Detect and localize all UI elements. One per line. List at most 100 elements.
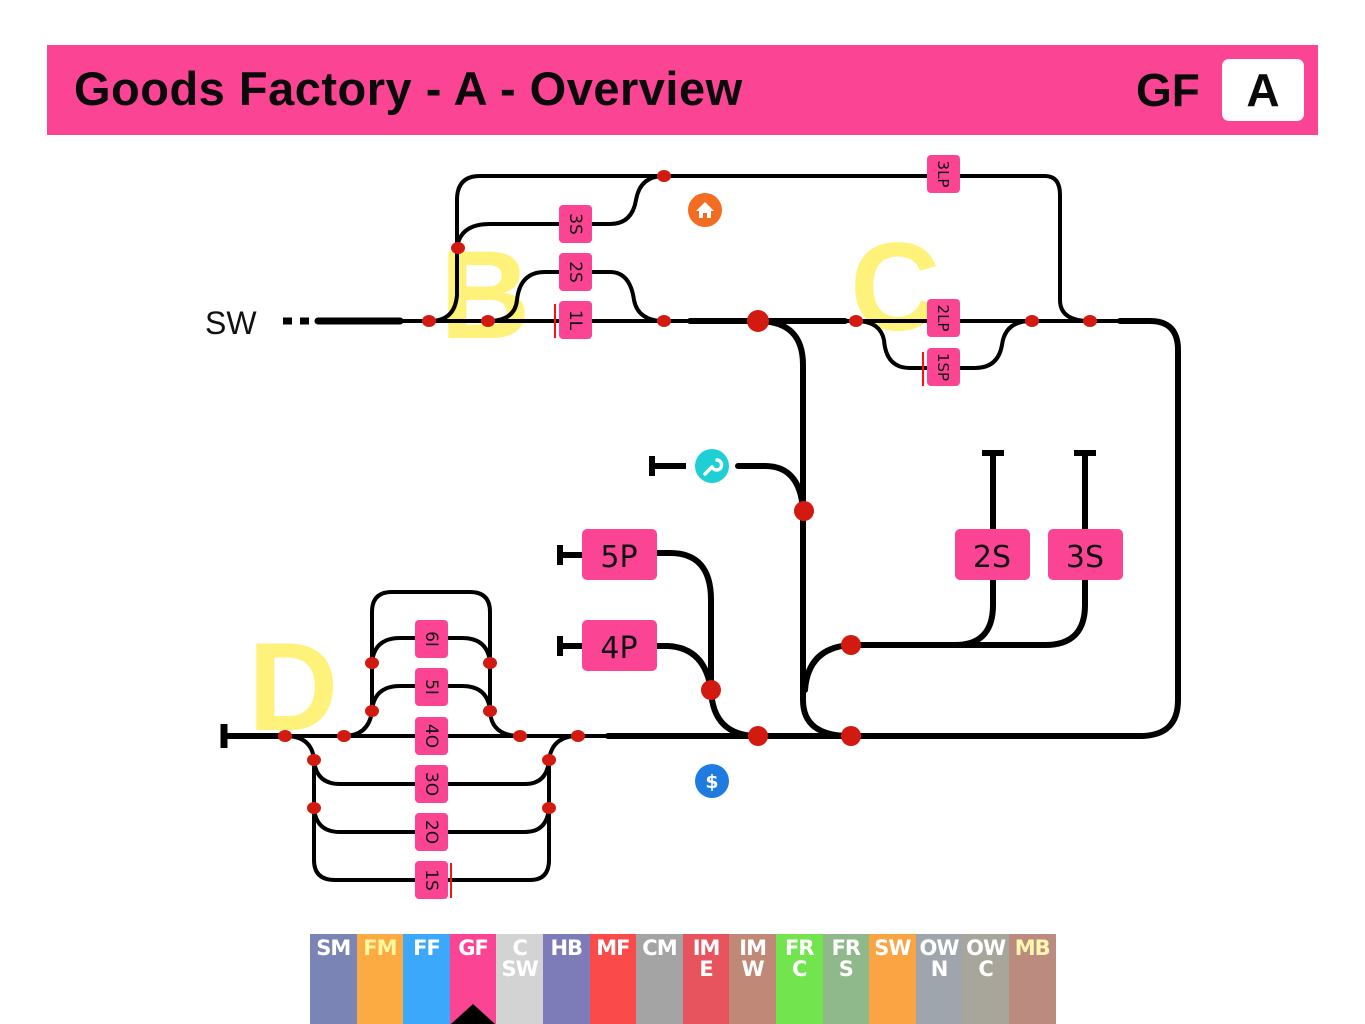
nav-tab-cm[interactable]: CM (636, 934, 683, 1024)
track-label-3lp[interactable]: 3LP (927, 155, 960, 193)
track-vertical-link (755, 318, 853, 739)
nav-tab-label: GF (458, 936, 489, 960)
track-5p (654, 550, 714, 693)
track-label-5p[interactable]: 5P (582, 529, 657, 580)
track-label-3o[interactable]: 3O (415, 765, 448, 803)
nav-tab-label: OW (966, 936, 1006, 960)
track-label-5i[interactable]: 5I (415, 668, 448, 706)
nav-tab-label: FR (831, 936, 862, 960)
track-label-4o[interactable]: 4O (415, 717, 448, 755)
switch-node[interactable] (337, 730, 351, 742)
svg-text:3S: 3S (565, 213, 585, 235)
nav-tab-label: SW (501, 957, 539, 981)
track-3lp-loop (428, 174, 1092, 323)
horizontal-track-labels: 5P 4P 2S 3S (582, 529, 1123, 671)
switch-node[interactable] (422, 315, 436, 327)
svg-text:5P: 5P (600, 540, 637, 575)
wrench-icon[interactable] (695, 449, 729, 483)
switch-node[interactable] (307, 802, 321, 814)
nav-tab-mf[interactable]: MF (589, 934, 637, 1024)
track-segment (802, 642, 853, 693)
nav-tab-mb[interactable]: MB (1008, 934, 1056, 1024)
track-label-6i[interactable]: 6I (415, 620, 448, 658)
switch-node[interactable] (365, 705, 379, 717)
location-code: GF (1136, 64, 1200, 116)
junction-node[interactable] (747, 310, 769, 332)
track-label-3s[interactable]: 3S (559, 205, 592, 243)
page-title: Goods Factory - A - Overview (74, 62, 743, 115)
junction-node[interactable] (701, 680, 721, 700)
track-label-2lp[interactable]: 2LP (927, 299, 960, 337)
nav-tab-sw[interactable]: SW (869, 934, 916, 1024)
switch-node[interactable] (542, 754, 556, 766)
switch-node[interactable] (1025, 315, 1039, 327)
switch-node[interactable] (365, 657, 379, 669)
switch-node[interactable] (657, 315, 671, 327)
junction-node[interactable] (794, 501, 814, 521)
nav-tab-label: SM (316, 936, 351, 960)
switch-node[interactable] (307, 754, 321, 766)
track-1s (283, 734, 580, 882)
switch-node[interactable] (483, 705, 497, 717)
svg-text:2S: 2S (565, 261, 585, 283)
nav-tab-label: S (838, 957, 854, 981)
switch-node[interactable] (657, 170, 671, 182)
track-label-2s[interactable]: 2S (559, 253, 592, 291)
switch-node[interactable] (483, 657, 497, 669)
track-label-2s-siding[interactable]: 2S (955, 529, 1030, 580)
nav-tab-label: C (792, 957, 807, 981)
switch-node[interactable] (451, 242, 465, 254)
nav-tab-label: SW (874, 936, 911, 960)
switch-nodes (278, 170, 1097, 814)
track-label-4p[interactable]: 4P (582, 620, 657, 671)
svg-text:2O: 2O (421, 820, 441, 844)
switch-node[interactable] (481, 315, 495, 327)
svg-text:1S: 1S (421, 869, 441, 891)
track-outer-upper (342, 590, 522, 738)
track-label-3s-siding[interactable]: 3S (1048, 529, 1123, 580)
external-link-sw[interactable]: SW (205, 305, 257, 341)
junction-node[interactable] (841, 635, 861, 655)
switch-node[interactable] (278, 730, 292, 742)
track-outer-loop (847, 318, 1181, 739)
nav-tab-gf[interactable]: GF (449, 934, 497, 1024)
junction-node[interactable] (841, 726, 861, 746)
switch-node[interactable] (1083, 315, 1097, 327)
track-maintenance-spur (735, 463, 806, 513)
dollar-icon[interactable]: $ (695, 764, 729, 798)
home-icon[interactable] (688, 193, 722, 227)
junction-node[interactable] (748, 726, 768, 746)
section-badge: A (1222, 59, 1304, 121)
switch-node[interactable] (513, 730, 527, 742)
nav-tab-fm[interactable]: FM (356, 934, 404, 1024)
svg-text:$: $ (705, 771, 718, 793)
nav-tab-label: FM (363, 936, 397, 960)
nav-tab-label: OW (919, 936, 960, 960)
nav-tab-label: HB (550, 936, 583, 960)
nav-tab-label: IM (739, 936, 767, 960)
switch-node[interactable] (542, 802, 556, 814)
svg-text:2S: 2S (973, 540, 1011, 575)
switch-node[interactable] (571, 730, 585, 742)
nav-tab-sm[interactable]: SM (310, 934, 357, 1024)
vertical-track-labels: 3S 2S 1L 3LP 2LP 1SP 6I 5I 4O 3O 2O 1S (415, 155, 960, 899)
nav-tab-label: C (978, 957, 993, 981)
nav-tab-label: MB (1014, 936, 1051, 960)
nav-tab-hb[interactable]: HB (542, 934, 590, 1024)
nav-tab-label: IM (692, 936, 721, 960)
nav-tab-ff[interactable]: FF (403, 934, 450, 1024)
track-label-1l[interactable]: 1L (559, 301, 592, 339)
track-label-1s[interactable]: 1S (415, 861, 448, 899)
switch-node[interactable] (849, 315, 863, 327)
track-label-1sp[interactable]: 1SP (927, 348, 960, 386)
track-label-2o[interactable]: 2O (415, 813, 448, 851)
